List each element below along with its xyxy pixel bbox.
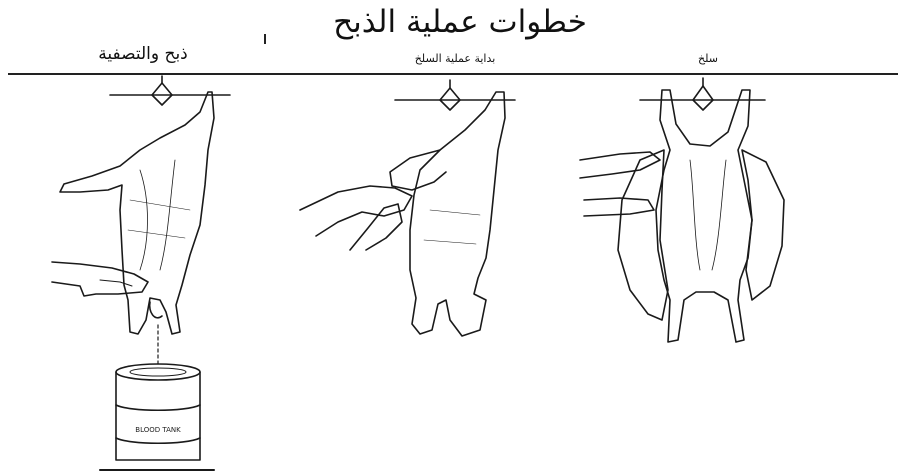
hanging-carcass-1 [60,92,214,334]
hanging-carcass-2 [410,92,505,336]
peeled-skin-flap [390,150,446,190]
drum-label: BLOOD TANK [135,426,181,434]
hand-with-knife [52,262,148,296]
hide-left [618,150,668,320]
hanging-hook-2 [395,80,515,110]
step2-illustration [300,80,515,336]
blood-drum [100,364,214,470]
step1-illustration [52,76,230,470]
hands-left [580,152,660,216]
skinning-hands [300,186,412,250]
step3-illustration [580,78,784,342]
hanging-carcass-3 [656,90,752,342]
hanging-hook-3 [640,78,765,110]
hide-right [742,150,784,300]
